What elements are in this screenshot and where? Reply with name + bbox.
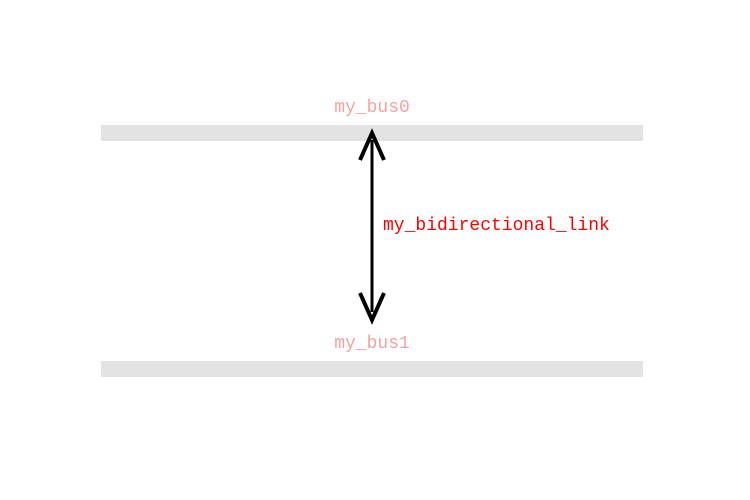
arrowhead-up [358, 128, 386, 161]
arrowhead-down [358, 292, 386, 325]
bus1-bar [101, 361, 643, 377]
bus0-label: my_bus0 [334, 98, 410, 118]
bus1-label: my_bus1 [334, 334, 410, 354]
link-label: my_bidirectional_link [383, 216, 610, 236]
